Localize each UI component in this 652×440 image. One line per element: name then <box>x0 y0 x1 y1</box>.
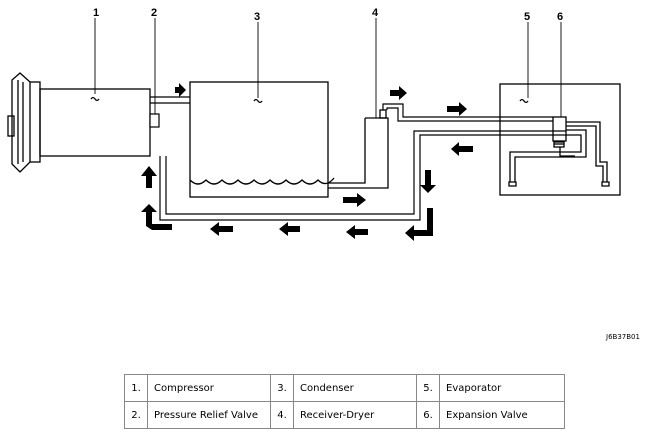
arrow-right-1 <box>175 83 186 97</box>
figure-code: J6B37B01 <box>605 333 640 341</box>
expansion-valve <box>552 116 567 148</box>
legend-number: 1. <box>124 374 148 402</box>
legend-row: 2. Pressure Relief Valve 4. Receiver-Dry… <box>124 401 565 429</box>
arrow-right-3 <box>390 86 407 100</box>
arrow-left-2 <box>346 225 368 239</box>
arrow-corner-up-left <box>141 204 172 230</box>
legend-label: Compressor <box>147 374 271 402</box>
condenser <box>189 81 335 198</box>
callout-5: 5 <box>524 11 530 23</box>
callout-2: 2 <box>151 7 157 19</box>
legend-label: Evaporator <box>439 374 565 402</box>
arrow-down-1 <box>420 170 436 193</box>
pressure-relief-valve <box>149 113 160 128</box>
callout-4: 4 <box>372 7 379 19</box>
legend-number: 5. <box>416 374 440 402</box>
evaporator <box>499 83 621 196</box>
callout-3: 3 <box>254 11 260 23</box>
arrow-corner-down-left <box>405 208 433 241</box>
compressor <box>7 72 151 173</box>
legend-row: 1. Compressor 3. Condenser 5. Evaporator <box>124 374 565 402</box>
legend-label: Receiver-Dryer <box>293 401 417 429</box>
arrow-right-4 <box>447 102 467 116</box>
legend-table: 1. Compressor 3. Condenser 5. Evaporator… <box>124 374 565 429</box>
refrigerant-lines <box>150 96 566 221</box>
legend-label: Pressure Relief Valve <box>147 401 271 429</box>
callout-6: 6 <box>557 11 563 23</box>
receiver-dryer <box>328 109 389 189</box>
arrow-left-4 <box>210 222 233 236</box>
legend-number: 2. <box>124 401 148 429</box>
arrow-right-2 <box>343 193 366 207</box>
legend-label: Expansion Valve <box>439 401 565 429</box>
flow-arrows <box>141 83 473 241</box>
legend-number: 4. <box>270 401 294 429</box>
legend-number: 3. <box>270 374 294 402</box>
arrow-left-1 <box>451 142 473 156</box>
arrow-up-1 <box>141 166 157 188</box>
legend-number: 6. <box>416 401 440 429</box>
callout-1: 1 <box>93 7 99 19</box>
callout-leaders <box>94 18 562 118</box>
arrow-left-3 <box>279 222 300 236</box>
legend-label: Condenser <box>293 374 417 402</box>
